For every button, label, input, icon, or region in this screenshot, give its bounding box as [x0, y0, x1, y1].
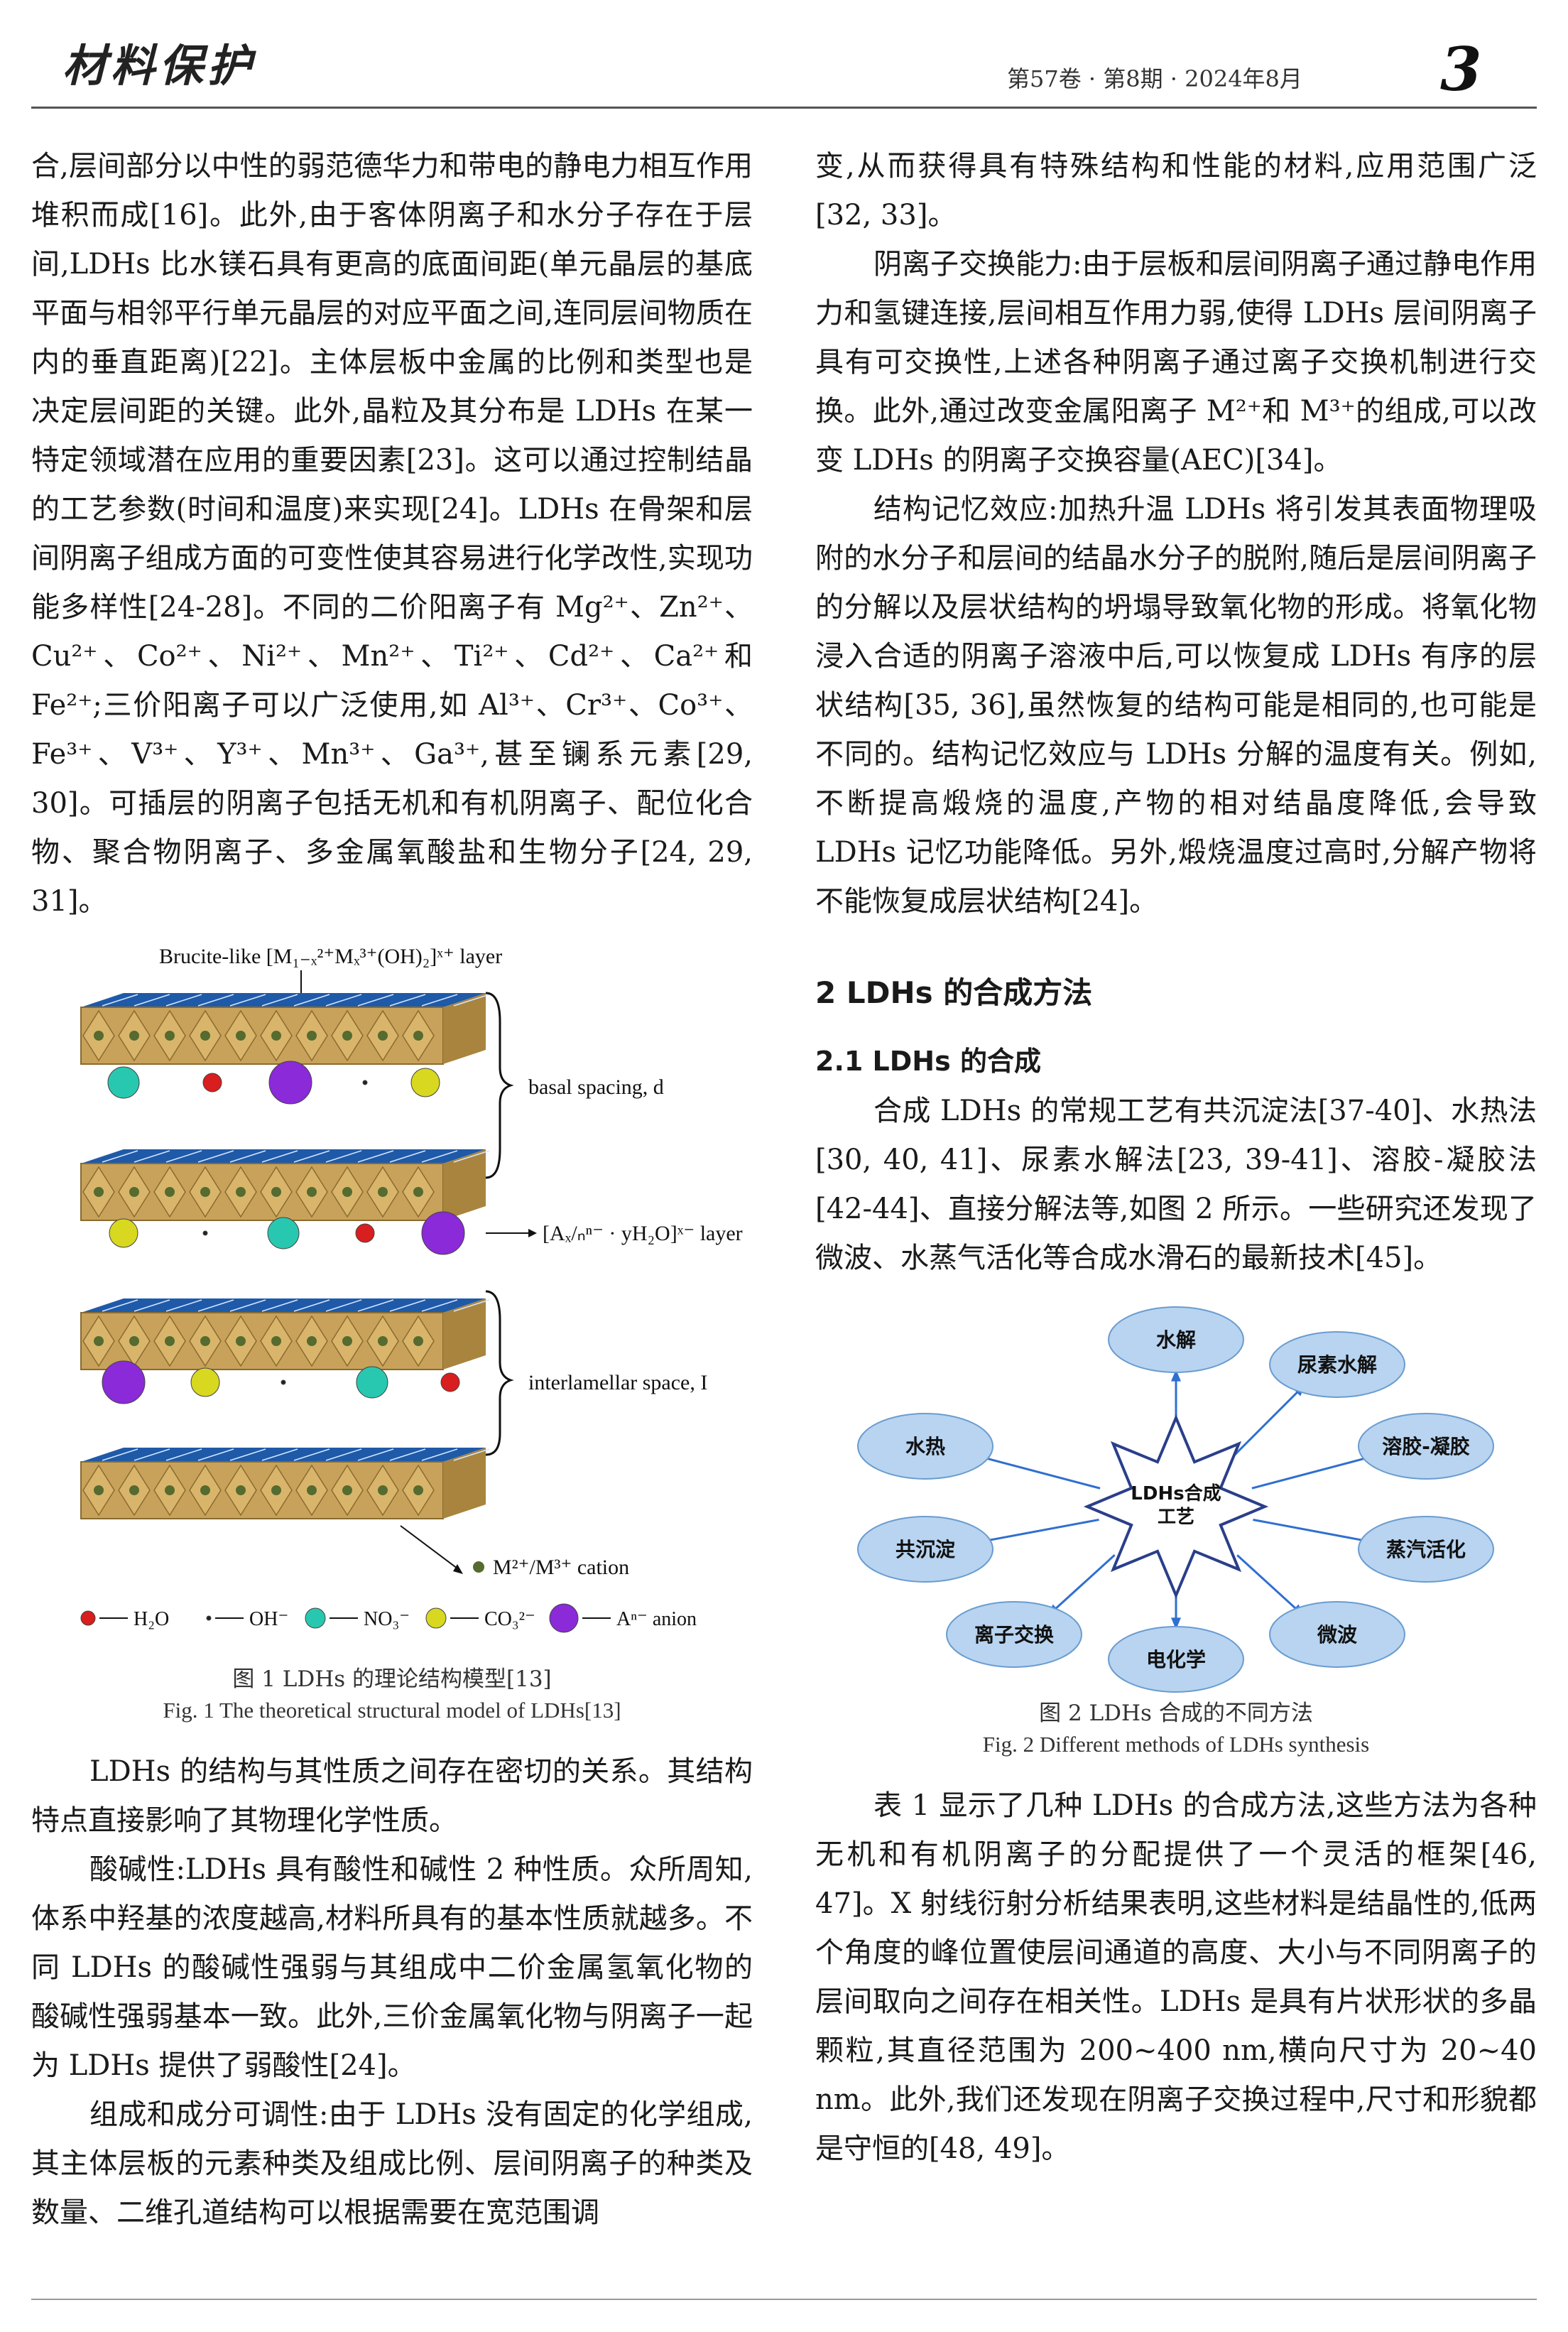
fig2-caption-en: Fig. 2 Different methods of LDHs synthes…	[982, 1732, 1370, 1757]
method-label: 溶胶-凝胶	[1382, 1435, 1470, 1458]
oh-ion-3-3	[281, 1379, 286, 1385]
method-node-8: 共沉淀	[857, 1516, 993, 1583]
fig1-interlamellar-label: interlamellar space, I	[528, 1371, 707, 1394]
page-number: 3	[1440, 34, 1482, 104]
anion-ion-1-3	[268, 1061, 312, 1105]
anion-ion-2-5	[421, 1211, 465, 1255]
right-paragraph-4: 合成 LDHs 的常规工艺有共沉淀法[37-40]、水热法[30, 40, 41…	[815, 1095, 1537, 1274]
h2o-ion-1-2	[202, 1073, 222, 1092]
footer-rule	[31, 2299, 1537, 2300]
anion-ion-3-1	[102, 1360, 146, 1404]
subsection-heading-2-1: 2.1 LDHs 的合成	[815, 1046, 1041, 1077]
method-label: 电化学	[1146, 1648, 1206, 1671]
right-paragraph-5: 表 1 显示了几种 LDHs 的合成方法,这些方法为各种无机和有机阴离子的分配提…	[815, 1789, 1537, 2165]
co3-ion-1-5	[410, 1068, 440, 1097]
figure-2: LDHs合成 工艺 水解尿素水解溶胶-凝胶蒸汽活化微波电化学离子交换共沉淀水热 …	[815, 1297, 1537, 1760]
journal-logo: 材料保护	[62, 40, 256, 92]
method-label: 共沉淀	[895, 1538, 956, 1561]
no3-ion-2-3	[267, 1217, 300, 1249]
fig1-cation-label: M²⁺/M³⁺ cation	[493, 1556, 629, 1579]
fig1-legend: H₂O OH⁻ NO₃⁻ CO₃²⁻ Aⁿ⁻ anion	[80, 1603, 697, 1633]
brucite-layer-1	[80, 993, 490, 1065]
oh-legend-label: OH⁻	[249, 1608, 288, 1630]
figure-1: Brucite-like [M₁₋ₓ²⁺Mₓ³⁺(OH)₂]ˣ⁺ layer b…	[31, 936, 753, 1726]
left-column: 合,层间部分以中性的弱范德华力和带电的静电力相互作用堆积而成[16]。此外,由于…	[31, 142, 753, 2238]
left-paragraph-1: 合,层间部分以中性的弱范德华力和带电的静电力相互作用堆积而成[16]。此外,由于…	[31, 150, 753, 918]
right-column: 变,从而获得具有特殊结构和性能的材料,应用范围广泛[32, 33]。 阴离子交换…	[815, 142, 1537, 2174]
left-paragraph-2: LDHs 的结构与其性质之间存在密切的关系。其结构特点直接影响了其物理化学性质。	[31, 1755, 753, 1837]
center-label-line-1: LDHs合成	[1131, 1482, 1221, 1504]
method-label: 蒸汽活化	[1386, 1538, 1466, 1561]
anion-legend-label: Aⁿ⁻ anion	[616, 1608, 697, 1630]
method-node-1: 水解	[1108, 1306, 1244, 1373]
no3-legend-label: NO₃⁻	[364, 1608, 410, 1630]
arrow-5	[1236, 1554, 1305, 1617]
center-star-shape	[1083, 1414, 1269, 1600]
anion-legend-marker	[549, 1603, 579, 1633]
no3-legend-marker	[305, 1607, 326, 1629]
issue-info: 第57卷 · 第8期 · 2024年8月	[1007, 65, 1302, 92]
fig1-caption-cn: 图 1 LDHs 的理论结构模型[13]	[232, 1666, 552, 1692]
co3-ion-2-1	[109, 1218, 138, 1248]
no3-ion-1-1	[107, 1066, 140, 1099]
method-node-4: 蒸汽活化	[1358, 1516, 1494, 1583]
no3-ion-3-4	[356, 1366, 388, 1399]
right-paragraph-3: 结构记忆效应:加热升温 LDHs 将引发其表面物理吸附的水分子和层间的结晶水分子…	[815, 493, 1537, 918]
left-paragraph-3: 酸碱性:LDHs 具有酸性和碱性 2 种性质。众所周知,体系中羟基的浓度越高,材…	[31, 1853, 753, 2082]
right-paragraph-1: 变,从而获得具有特殊结构和性能的材料,应用范围广泛[32, 33]。	[815, 150, 1537, 232]
method-node-5: 微波	[1269, 1601, 1405, 1668]
brucite-layer-4	[80, 1448, 490, 1519]
arrow-2	[1234, 1383, 1307, 1456]
method-node-9: 水热	[857, 1413, 993, 1480]
h2o-legend-label: H₂O	[134, 1608, 169, 1630]
arrow-7	[1047, 1554, 1116, 1617]
fig1-anion-layer-label: [Aₓ/ₙⁿ⁻ · yH₂O]ˣ⁻ layer	[543, 1222, 743, 1245]
method-node-6: 电化学	[1108, 1626, 1244, 1693]
method-node-2: 尿素水解	[1269, 1331, 1405, 1398]
arrowhead-1	[1170, 1370, 1182, 1382]
method-label: 尿素水解	[1297, 1353, 1377, 1377]
oh-ion-1-4	[362, 1080, 368, 1085]
arrow-9	[966, 1452, 1101, 1490]
co3-legend-label: CO₃²⁻	[484, 1608, 535, 1630]
method-label: 微波	[1317, 1623, 1358, 1647]
ldhs-structure-diagram: Brucite-like [M₁₋ₓ²⁺Mₓ³⁺(OH)₂]ˣ⁺ layer b…	[80, 945, 743, 1633]
left-paragraph-4: 组成和成分可调性:由于 LDHs 没有固定的化学组成,其主体层板的元素种类及组成…	[31, 2098, 753, 2229]
arrow-3	[1251, 1452, 1385, 1490]
brucite-layer-2	[80, 1149, 490, 1221]
h2o-ion-2-4	[355, 1223, 375, 1243]
center-label-line-2: 工艺	[1158, 1507, 1194, 1528]
h2o-legend-marker	[80, 1610, 96, 1626]
oh-ion-2-2	[202, 1230, 208, 1236]
method-label: 离子交换	[974, 1623, 1055, 1647]
fig1-caption-en: Fig. 1 The theoretical structural model …	[163, 1698, 621, 1723]
right-paragraph-2: 阴离子交换能力:由于层板和层间阴离子通过静电作用力和氢键连接,层间相互作用力弱,…	[815, 248, 1537, 477]
brucite-layer-3	[80, 1298, 490, 1370]
method-node-3: 溶胶-凝胶	[1358, 1413, 1494, 1480]
section-heading-2: 2 LDHs 的合成方法	[815, 975, 1093, 1010]
method-label: 水解	[1156, 1328, 1196, 1352]
co3-ion-3-2	[190, 1367, 220, 1397]
fig1-basal-label: basal spacing, d	[528, 1075, 664, 1099]
co3-legend-marker	[425, 1607, 447, 1629]
method-node-7: 离子交换	[946, 1601, 1082, 1668]
method-label: 水热	[905, 1435, 945, 1458]
header-rule	[31, 107, 1537, 109]
oh-legend-marker	[206, 1615, 212, 1621]
arrowhead-6	[1170, 1617, 1182, 1629]
h2o-ion-3-5	[440, 1372, 460, 1392]
fig1-layer-label: Brucite-like [M₁₋ₓ²⁺Mₓ³⁺(OH)₂]ˣ⁺ layer	[159, 945, 502, 968]
fig2-caption-cn: 图 2 LDHs 合成的不同方法	[1039, 1701, 1313, 1726]
